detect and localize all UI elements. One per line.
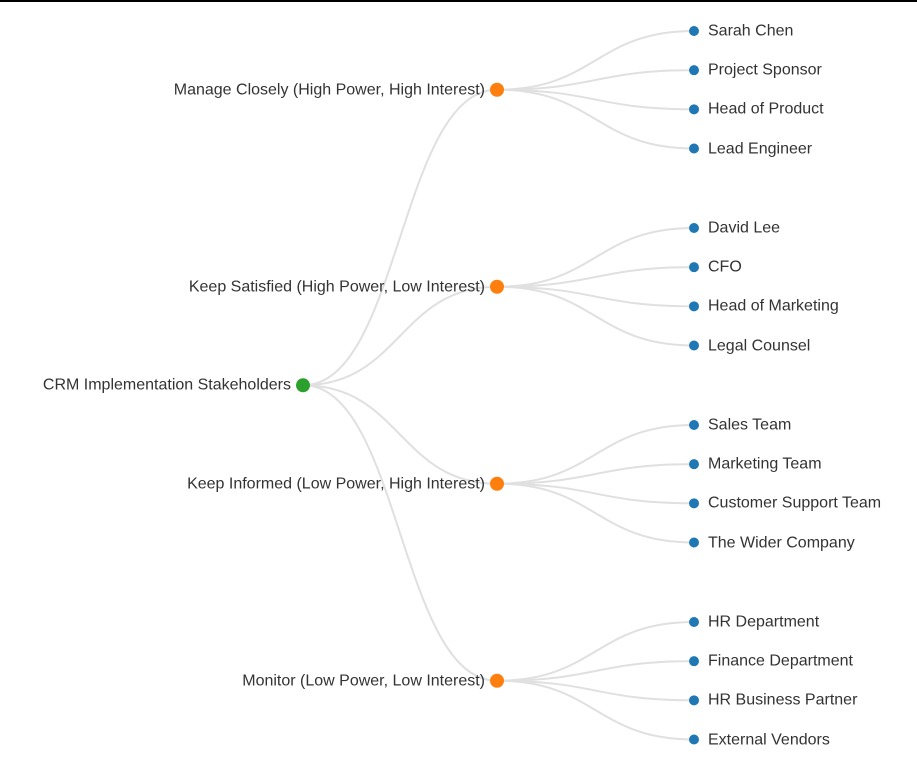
branch-node-dot[interactable]	[490, 82, 504, 97]
branch-node-dot[interactable]	[490, 476, 504, 491]
branch-node-label[interactable]: Monitor (Low Power, Low Interest)	[242, 672, 485, 690]
branch-node-dot[interactable]	[490, 673, 504, 688]
link	[496, 660, 695, 682]
root-node-dot[interactable]	[296, 378, 310, 393]
leaf-node-dot[interactable]	[689, 656, 699, 667]
leaf-node-label[interactable]: External Vendors	[708, 730, 830, 748]
leaf-node-dot[interactable]	[689, 104, 699, 115]
leaf-node-label[interactable]: Lead Engineer	[708, 139, 813, 157]
link	[496, 285, 695, 308]
leaf-node-label[interactable]: Legal Counsel	[708, 336, 811, 354]
branch-node-label[interactable]: Keep Satisfied (High Power, Low Interest…	[188, 278, 485, 296]
leaf-node-label[interactable]: Customer Support Team	[708, 494, 882, 512]
link	[496, 679, 695, 741]
link	[302, 384, 498, 485]
link	[496, 266, 695, 288]
root-node-label[interactable]: CRM Implementation Stakeholders	[42, 376, 291, 394]
link	[496, 285, 695, 347]
leaf-node-label[interactable]: The Wider Company	[708, 533, 855, 551]
link	[496, 482, 695, 505]
leaf-node-dot[interactable]	[689, 734, 699, 745]
link	[496, 88, 695, 111]
branch-node-label[interactable]: Manage Closely (High Power, High Interes…	[173, 81, 485, 99]
leaf-node-dot[interactable]	[689, 340, 699, 351]
leaf-node-dot[interactable]	[689, 695, 699, 706]
link	[302, 88, 498, 387]
link	[496, 621, 695, 682]
leaf-node-dot[interactable]	[689, 143, 699, 154]
leaf-node-label[interactable]: Project Sponsor	[708, 61, 822, 79]
leaf-node-dot[interactable]	[689, 26, 699, 36]
leaf-node-dot[interactable]	[689, 262, 699, 273]
leaf-node-dot[interactable]	[689, 65, 699, 76]
leaf-node-label[interactable]: David Lee	[708, 219, 781, 237]
leaf-node-label[interactable]: CFO	[708, 258, 742, 276]
link	[496, 88, 695, 150]
link	[302, 384, 498, 682]
leaf-node-dot[interactable]	[689, 459, 699, 470]
leaf-node-dot[interactable]	[689, 420, 699, 430]
link	[496, 30, 695, 91]
leaf-node-dot[interactable]	[689, 301, 699, 312]
leaf-node-label[interactable]: Sarah Chen	[708, 22, 794, 40]
link	[496, 227, 695, 288]
branch-node-label[interactable]: Keep Informed (Low Power, High Interest)	[187, 475, 485, 493]
link	[496, 424, 695, 485]
leaf-node-dot[interactable]	[689, 617, 699, 627]
leaf-node-label[interactable]: Marketing Team	[708, 455, 822, 473]
link	[496, 463, 695, 485]
leaf-node-dot[interactable]	[689, 498, 699, 509]
link	[302, 285, 498, 387]
leaf-node-label[interactable]: HR Department	[708, 613, 820, 631]
link	[496, 69, 695, 91]
branch-node-dot[interactable]	[490, 279, 504, 294]
leaf-node-label[interactable]: Sales Team	[708, 416, 792, 434]
leaf-node-dot[interactable]	[689, 223, 699, 233]
link	[496, 482, 695, 544]
leaf-node-dot[interactable]	[689, 537, 699, 548]
leaf-node-label[interactable]: HR Business Partner	[708, 691, 858, 709]
leaf-node-label[interactable]: Head of Marketing	[708, 297, 839, 315]
link	[496, 679, 695, 702]
leaf-node-label[interactable]: Head of Product	[708, 100, 824, 118]
leaf-node-label[interactable]: Finance Department	[708, 652, 853, 670]
